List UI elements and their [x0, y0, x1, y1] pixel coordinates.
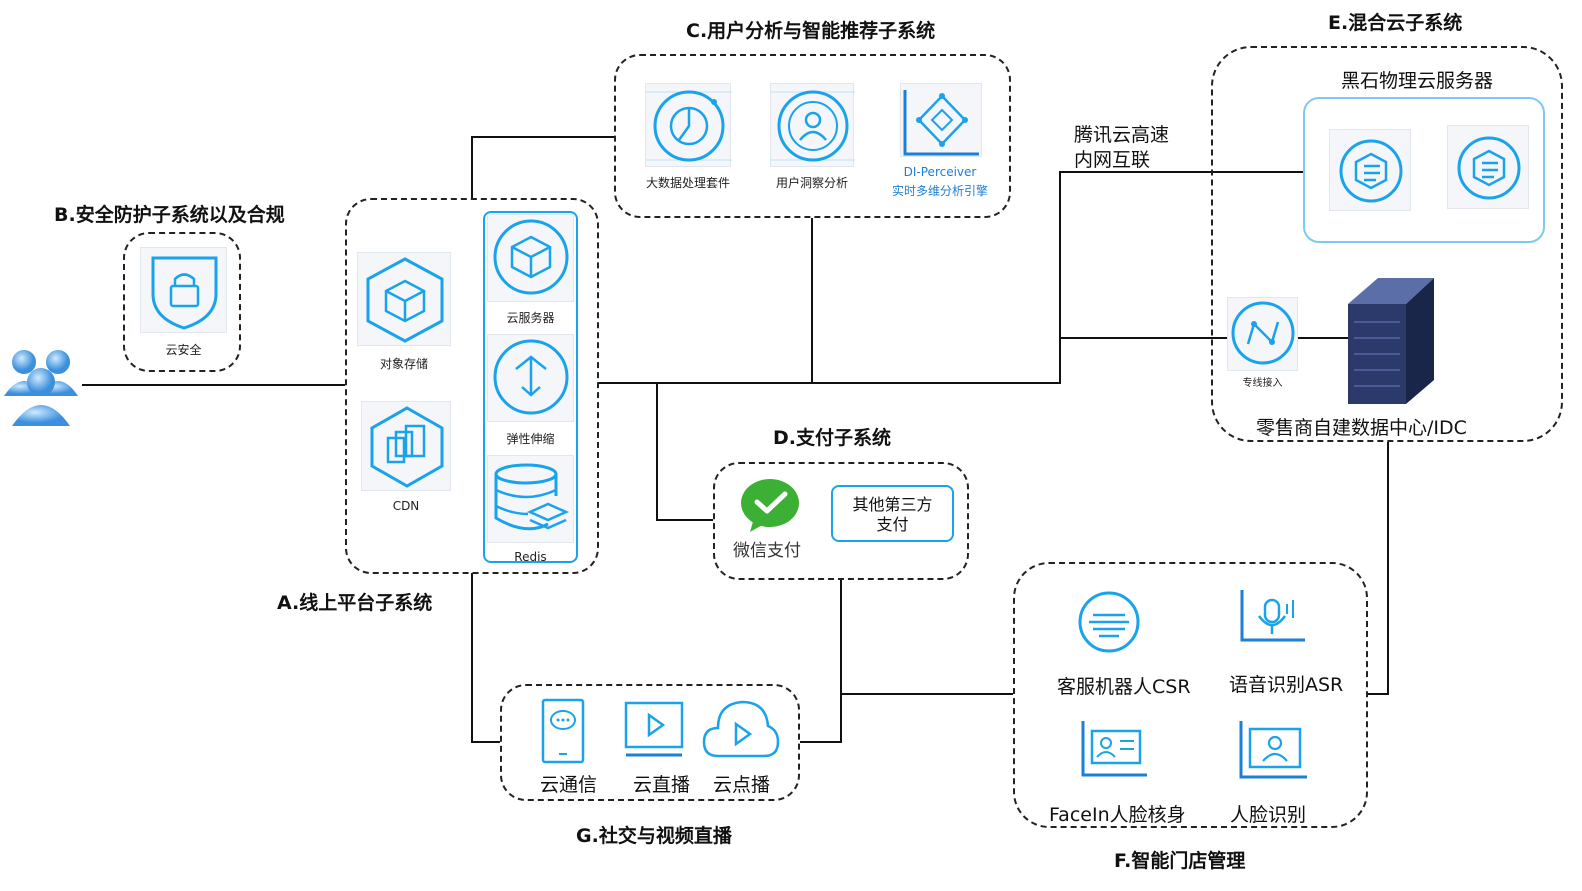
cdn-icon	[361, 401, 451, 491]
group-d-payment	[713, 462, 969, 580]
csr-label: 客服机器人CSR	[1057, 676, 1191, 698]
shield-lock-icon	[140, 247, 227, 333]
group-d-title: D.支付子系统	[773, 427, 891, 449]
facein-label: FaceIn人脸核身	[1049, 804, 1186, 826]
wechat-pay-icon	[740, 478, 800, 532]
group-f-title: F.智能门店管理	[1114, 850, 1246, 872]
cvm-label: 云服务器	[506, 311, 555, 325]
asr-label: 语音识别ASR	[1229, 674, 1344, 696]
group-c-title: C.用户分析与智能推荐子系统	[686, 20, 936, 42]
user-insight-label: 用户洞察分析	[775, 176, 848, 190]
cdn-label: CDN	[392, 499, 420, 513]
blackstone-icon-2	[1447, 125, 1529, 209]
other-payment-line1: 其他第三方	[852, 495, 933, 514]
message-icon	[541, 698, 585, 764]
redis-icon	[487, 455, 574, 543]
group-c-analytics	[614, 54, 1011, 218]
cvm-icon	[487, 214, 574, 302]
blackstone-title: 黑石物理云服务器	[1341, 70, 1494, 92]
other-payment-box: 其他第三方 支付	[831, 485, 954, 542]
big-data-label: 大数据处理套件	[645, 176, 730, 190]
direct-connect-icon	[1227, 297, 1298, 371]
scaling-icon	[487, 334, 574, 422]
blackstone-icon-1	[1329, 129, 1411, 211]
face-recognition-label: 人脸识别	[1230, 804, 1307, 826]
chart-icon	[645, 83, 732, 167]
cube-icon	[357, 252, 451, 346]
wechat-pay-label: 微信支付	[733, 541, 801, 561]
live-icon	[624, 701, 684, 759]
group-e-hybrid	[1211, 46, 1563, 442]
cloud-security-label: 云安全	[165, 343, 202, 357]
cloud-message-label: 云通信	[540, 774, 598, 796]
server-rack-icon	[1348, 278, 1434, 404]
intranet-label-line2: 内网互联	[1074, 149, 1151, 171]
redis-label: Redis	[514, 550, 547, 564]
vod-label: 云点播	[713, 774, 771, 796]
group-g-social	[500, 684, 800, 801]
facein-icon	[1080, 717, 1150, 783]
group-a-title: A.线上平台子系统	[277, 592, 433, 614]
blackstone-box	[1303, 97, 1545, 243]
di-perceiver-icon	[900, 83, 982, 157]
asr-icon	[1239, 586, 1308, 648]
di-perceiver-label: DI-Perceiver	[903, 165, 977, 179]
idc-label: 零售商自建数据中心/IDC	[1256, 417, 1467, 439]
group-e-title: E.混合云子系统	[1328, 12, 1463, 34]
intranet-label-line1: 腾讯云高速	[1074, 124, 1170, 146]
di-perceiver-desc: 实时多维分析引擎	[891, 184, 988, 198]
compute-column	[483, 211, 578, 563]
group-g-title: G.社交与视频直播	[576, 825, 732, 847]
direct-connect-label: 专线接入	[1242, 378, 1283, 389]
vod-icon	[702, 698, 780, 760]
group-b-security	[123, 232, 241, 372]
face-recognition-icon	[1238, 717, 1310, 785]
users-icon	[0, 344, 82, 430]
group-f-store	[1013, 562, 1368, 828]
auto-scaling-label: 弹性伸缩	[506, 432, 555, 446]
other-payment-line2: 支付	[876, 515, 909, 534]
live-label: 云直播	[633, 774, 691, 796]
object-storage-label: 对象存储	[379, 357, 428, 371]
group-b-title: B.安全防护子系统以及合规	[54, 204, 285, 226]
group-a-platform	[345, 198, 599, 574]
user-insight-icon	[770, 83, 855, 167]
csr-icon	[1077, 589, 1141, 655]
